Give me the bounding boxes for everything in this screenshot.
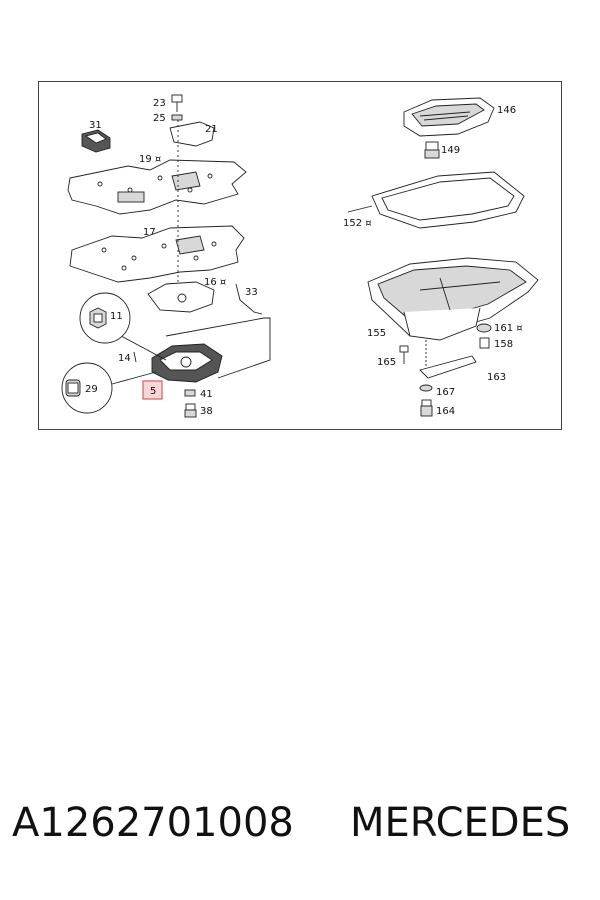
callout-164: 164 [436, 406, 455, 417]
brand-name: MERCEDES [350, 800, 571, 846]
callout-14: 14 [118, 353, 131, 364]
callout-19: 19 ¤ [139, 154, 161, 165]
callout-31: 31 [89, 120, 102, 131]
footer: A1262701008 MERCEDES [0, 800, 600, 860]
washer-25-icon [171, 114, 183, 121]
part-29-icon [65, 379, 81, 397]
callout-158: 158 [494, 339, 513, 350]
callout-11: 11 [110, 311, 123, 322]
callout-17: 17 [143, 227, 156, 238]
screw-161-icon [476, 323, 492, 333]
plate-17-holes [101, 235, 217, 271]
valve-body-5-icon [151, 343, 223, 383]
callout-155: 155 [367, 328, 386, 339]
callout-152: 152 ¤ [343, 218, 372, 229]
callout-165: 165 [377, 357, 396, 368]
callout-23: 23 [153, 98, 166, 109]
bolt-23-icon [171, 94, 183, 112]
highlight-box-5 [142, 380, 163, 400]
seal-149-icon [424, 141, 440, 159]
solenoid-31-icon [81, 129, 111, 153]
callout-16: 16 ¤ [204, 277, 226, 288]
plate-19-holes [97, 171, 213, 203]
plate-21-icon [169, 121, 215, 147]
pin-14-icon [133, 351, 137, 363]
washer-41-icon [184, 389, 196, 397]
callout-146: 146 [497, 105, 516, 116]
callout-21: 21 [205, 124, 218, 135]
callout-41: 41 [200, 389, 213, 400]
gasket-152-icon [371, 171, 525, 229]
separator-plate-19-icon [67, 159, 247, 215]
tube-33-icon [235, 283, 263, 315]
callout-167: 167 [436, 387, 455, 398]
leader-line [165, 317, 271, 379]
bolt-165-icon [399, 345, 409, 364]
callout-25: 25 [153, 113, 166, 124]
callout-29: 29 [85, 384, 98, 395]
callout-161: 161 ¤ [494, 323, 523, 334]
callout-163: 163 [487, 372, 506, 383]
callout-38: 38 [200, 406, 213, 417]
oil-pan-155-icon [367, 257, 539, 341]
bolt-38-icon [184, 403, 197, 418]
washer-167-icon [419, 384, 433, 392]
callout-33: 33 [245, 287, 258, 298]
filter-146-icon [403, 97, 495, 137]
part-11-icon [89, 307, 107, 329]
bolt-164-icon [420, 399, 433, 417]
part-number: A1262701008 [12, 800, 294, 846]
callout-149: 149 [441, 145, 460, 156]
bracket-163-icon [419, 355, 477, 379]
detail-circle-29 [61, 362, 113, 414]
gasket-plate-17-icon [69, 225, 245, 283]
plug-158-icon [479, 337, 490, 349]
callout-5: 5 [150, 386, 156, 397]
